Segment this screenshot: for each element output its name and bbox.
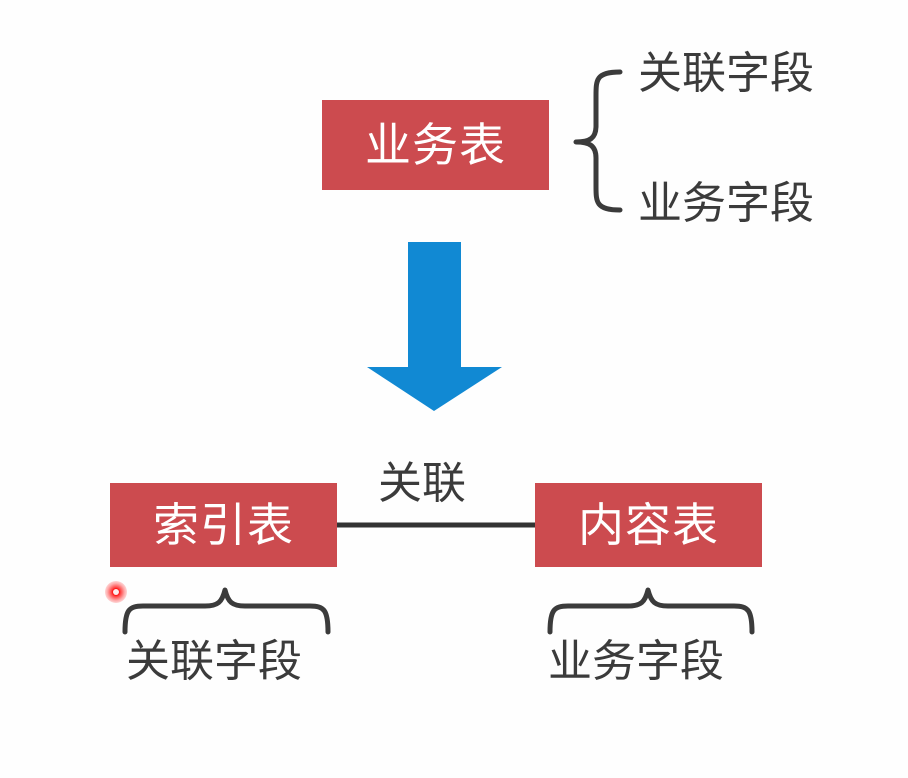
label-association-field-bottom: 关联字段	[126, 636, 302, 687]
box-content-table[interactable]: 内容表	[535, 483, 762, 567]
box-index-table-label: 索引表	[153, 498, 294, 552]
click-marker	[105, 581, 127, 603]
top-brace-icon	[573, 69, 623, 213]
label-relation: 关联	[378, 458, 466, 509]
label-association-field-top: 关联字段	[638, 48, 814, 99]
content-brace-icon	[547, 587, 755, 635]
down-arrow-icon	[367, 242, 502, 411]
box-business-table[interactable]: 业务表	[322, 100, 549, 190]
box-index-table[interactable]: 索引表	[110, 483, 337, 567]
label-business-field-bottom: 业务字段	[548, 636, 724, 687]
label-business-field-top: 业务字段	[638, 178, 814, 229]
box-business-table-label: 业务表	[365, 118, 506, 172]
box-content-table-label: 内容表	[578, 498, 719, 552]
index-brace-icon	[122, 587, 331, 635]
